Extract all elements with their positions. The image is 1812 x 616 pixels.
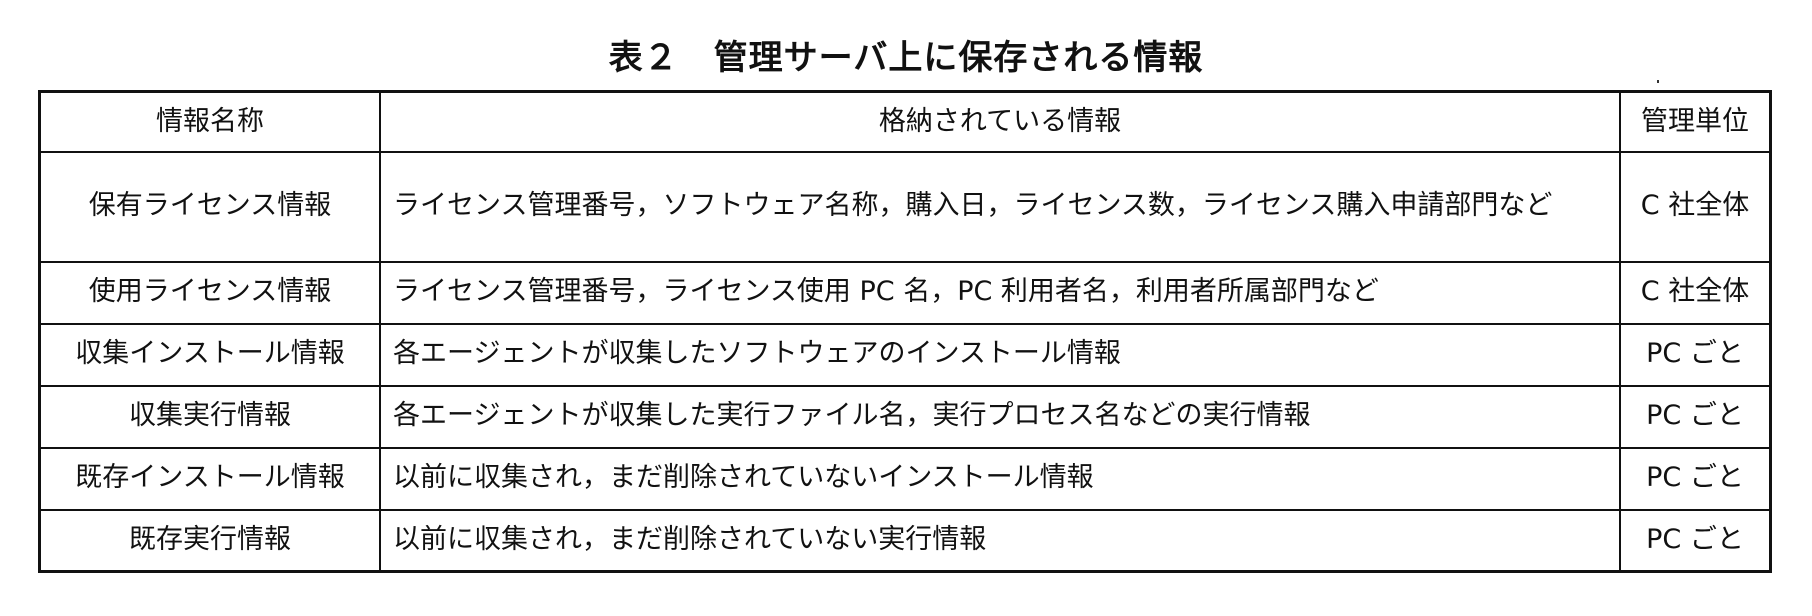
cell-info: 以前に収集され，まだ削除されていない実行情報	[379, 508, 1621, 573]
cell-unit: PC ごと	[1619, 384, 1772, 449]
cell-name: 保有ライセンス情報	[38, 150, 381, 263]
cell-unit: PC ごと	[1619, 446, 1772, 511]
table-row: 既存インストール情報 以前に収集され，まだ削除されていないインストール情報 PC…	[38, 446, 1772, 511]
table-title: 表２ 管理サーバ上に保存される情報	[608, 38, 1204, 78]
scan-speck	[1657, 80, 1659, 83]
stored-info-table: 情報名称 格納されている情報 管理単位 保有ライセンス情報 ライセンス管理番号，…	[38, 90, 1772, 573]
cell-info: ライセンス管理番号，ソフトウェア名称，購入日，ライセンス数，ライセンス購入申請部…	[379, 150, 1621, 263]
cell-name: 既存実行情報	[38, 508, 381, 573]
header-unit: 管理単位	[1619, 90, 1772, 153]
table-row: 収集実行情報 各エージェントが収集した実行ファイル名，実行プロセス名などの実行情…	[38, 384, 1772, 449]
cell-name: 使用ライセンス情報	[38, 260, 381, 325]
table-row: 既存実行情報 以前に収集され，まだ削除されていない実行情報 PC ごと	[38, 508, 1772, 573]
cell-info: 各エージェントが収集したソフトウェアのインストール情報	[379, 322, 1621, 387]
header-info: 格納されている情報	[379, 90, 1621, 153]
cell-unit: C 社全体	[1619, 260, 1772, 325]
table-row: 使用ライセンス情報 ライセンス管理番号，ライセンス使用 PC 名，PC 利用者名…	[38, 260, 1772, 325]
cell-name: 既存インストール情報	[38, 446, 381, 511]
cell-info: 以前に収集され，まだ削除されていないインストール情報	[379, 446, 1621, 511]
table-header-row: 情報名称 格納されている情報 管理単位	[38, 90, 1772, 153]
cell-info: ライセンス管理番号，ライセンス使用 PC 名，PC 利用者名，利用者所属部門など	[379, 260, 1621, 325]
cell-unit: PC ごと	[1619, 322, 1772, 387]
table-row: 収集インストール情報 各エージェントが収集したソフトウェアのインストール情報 P…	[38, 322, 1772, 387]
header-name: 情報名称	[38, 90, 381, 153]
cell-info: 各エージェントが収集した実行ファイル名，実行プロセス名などの実行情報	[379, 384, 1621, 449]
cell-name: 収集実行情報	[38, 384, 381, 449]
table-row: 保有ライセンス情報 ライセンス管理番号，ソフトウェア名称，購入日，ライセンス数，…	[38, 150, 1772, 263]
cell-unit: PC ごと	[1619, 508, 1772, 573]
cell-name: 収集インストール情報	[38, 322, 381, 387]
cell-unit: C 社全体	[1619, 150, 1772, 263]
